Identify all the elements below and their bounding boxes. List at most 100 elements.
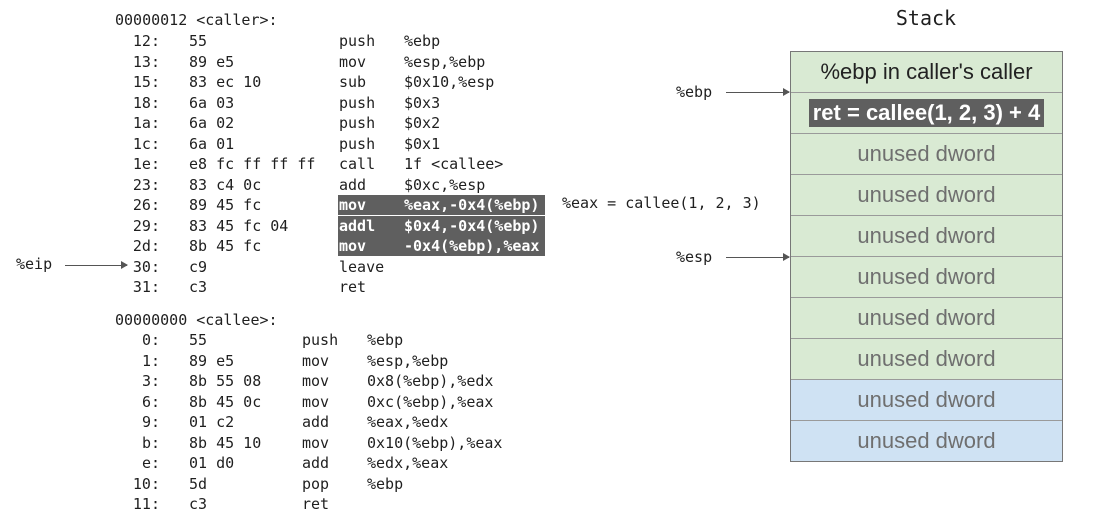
instruction-address: 23: — [132, 175, 160, 194]
instruction-mnemonic: leave — [339, 257, 385, 276]
ebp-arrow — [726, 88, 790, 96]
instruction-address: 26: — [132, 196, 160, 214]
instruction-bytes: 5d — [189, 474, 208, 493]
callee-instruction-row: 10: 5d pop %ebp — [0, 474, 560, 495]
eip-arrow — [65, 261, 128, 269]
instruction-address: 10: — [132, 474, 160, 493]
stack-title: Stack — [895, 6, 957, 30]
stack-cell-unused: unused dword — [791, 175, 1062, 216]
instruction-bytes: 89 e5 — [189, 52, 235, 71]
instruction-mnemonic: add — [339, 175, 367, 194]
instruction-bytes: 55 — [189, 331, 208, 349]
instruction-mnemonic: push — [339, 93, 376, 112]
stack-cell-label: unused dword — [857, 223, 996, 248]
stack-cell-unused: unused dword — [791, 380, 1062, 421]
stack-cell-label: unused dword — [857, 141, 996, 166]
stack-cell-label: unused dword — [857, 346, 996, 371]
instruction-operands: %ebp — [367, 331, 404, 349]
stack-cell-unused: unused dword — [791, 134, 1062, 175]
stack-cell-label: unused dword — [857, 305, 996, 330]
instruction-bytes: 6a 01 — [189, 134, 235, 153]
instruction-bytes: c9 — [189, 257, 208, 276]
instruction-address: 11: — [132, 495, 160, 513]
instruction-address: 31: — [132, 278, 160, 296]
instruction-operands: $0x4,-0x4(%ebp) — [404, 216, 540, 235]
eip-label: %eip — [16, 255, 53, 273]
callee-instruction-row: 11: c3 ret — [0, 494, 560, 515]
instruction-address: 1a: — [132, 114, 160, 132]
instruction-operands: 1f <callee> — [404, 155, 504, 173]
instruction-operands: $0x1 — [404, 134, 441, 153]
stack-cell-unused: unused dword — [791, 421, 1062, 461]
instruction-address: e: — [141, 454, 160, 472]
instruction-bytes: 8b 45 10 — [189, 433, 262, 452]
caller-instruction-row: 1c: 6a 01 push $0x1 — [0, 134, 560, 155]
instruction-mnemonic: mov — [339, 196, 367, 214]
stack-cell-unused: unused dword — [791, 298, 1062, 339]
instruction-mnemonic: mov — [339, 52, 367, 71]
instruction-mnemonic: ret — [302, 495, 330, 513]
instruction-address: 0: — [141, 331, 160, 349]
stack-cell-saved-ebp: %ebp in caller's caller — [791, 52, 1062, 93]
instruction-mnemonic: mov — [302, 433, 330, 452]
instruction-bytes: 83 c4 0c — [189, 175, 262, 194]
instruction-bytes: c3 — [189, 495, 208, 513]
instruction-operands: %edx,%eax — [367, 454, 449, 472]
instruction-address: 9: — [141, 413, 160, 431]
instruction-address: 30: — [132, 257, 160, 276]
esp-arrow — [726, 253, 790, 261]
instruction-address: 18: — [132, 93, 160, 112]
instruction-operands: $0x3 — [404, 93, 441, 112]
instruction-bytes: 89 e5 — [189, 351, 235, 370]
highlighted-instruction: addl$0x4,-0x4(%ebp) — [338, 215, 545, 236]
instruction-operands: $0x10,%esp — [404, 73, 495, 91]
instruction-mnemonic: add — [302, 454, 330, 472]
caller-instruction-row: 18: 6a 03 push $0x3 — [0, 93, 560, 114]
instruction-bytes: 6a 02 — [189, 114, 235, 132]
instruction-address: 15: — [132, 73, 160, 91]
instruction-address: 13: — [132, 52, 160, 71]
instruction-bytes: 8b 55 08 — [189, 372, 262, 390]
instruction-address: 1e: — [132, 155, 160, 173]
instruction-mnemonic: mov — [339, 237, 367, 255]
instruction-mnemonic: mov — [302, 392, 330, 411]
instruction-operands: -0x4(%ebp),%eax — [404, 237, 540, 255]
instruction-address: 1: — [141, 351, 160, 370]
instruction-mnemonic: push — [339, 134, 376, 153]
instruction-operands: %esp,%ebp — [367, 351, 449, 370]
instruction-bytes: 6a 03 — [189, 93, 235, 112]
stack-cell-label: unused dword — [857, 182, 996, 207]
instruction-address: b: — [141, 433, 160, 452]
stack-cell-unused: unused dword — [791, 257, 1062, 298]
stack-cell-label: unused dword — [857, 264, 996, 289]
instruction-bytes: 55 — [189, 32, 208, 50]
instruction-mnemonic: mov — [302, 372, 330, 390]
instruction-bytes: 89 45 fc — [189, 196, 262, 214]
instruction-bytes: 83 ec 10 — [189, 73, 262, 91]
instruction-operands: %eax,-0x4(%ebp) — [404, 196, 540, 214]
instruction-mnemonic: pop — [302, 474, 330, 493]
stack-cell-label: unused dword — [857, 387, 996, 412]
instruction-address: 1c: — [132, 134, 160, 153]
highlighted-instruction: mov %eax,-0x4(%ebp) — [338, 195, 545, 215]
instruction-operands: %eax,%edx — [367, 413, 449, 431]
instruction-address: 2d: — [132, 237, 160, 255]
caller-header: 00000012 <caller>: — [115, 11, 278, 29]
stack-cell-label: unused dword — [857, 428, 996, 453]
instruction-mnemonic: push — [339, 32, 376, 50]
caller-instruction-row: 26: 89 45 fc mov %eax,-0x4(%ebp) — [0, 195, 560, 216]
instruction-operands: %ebp — [367, 474, 404, 493]
stack-cell-label: ret = callee(1, 2, 3) + 4 — [808, 99, 1045, 127]
